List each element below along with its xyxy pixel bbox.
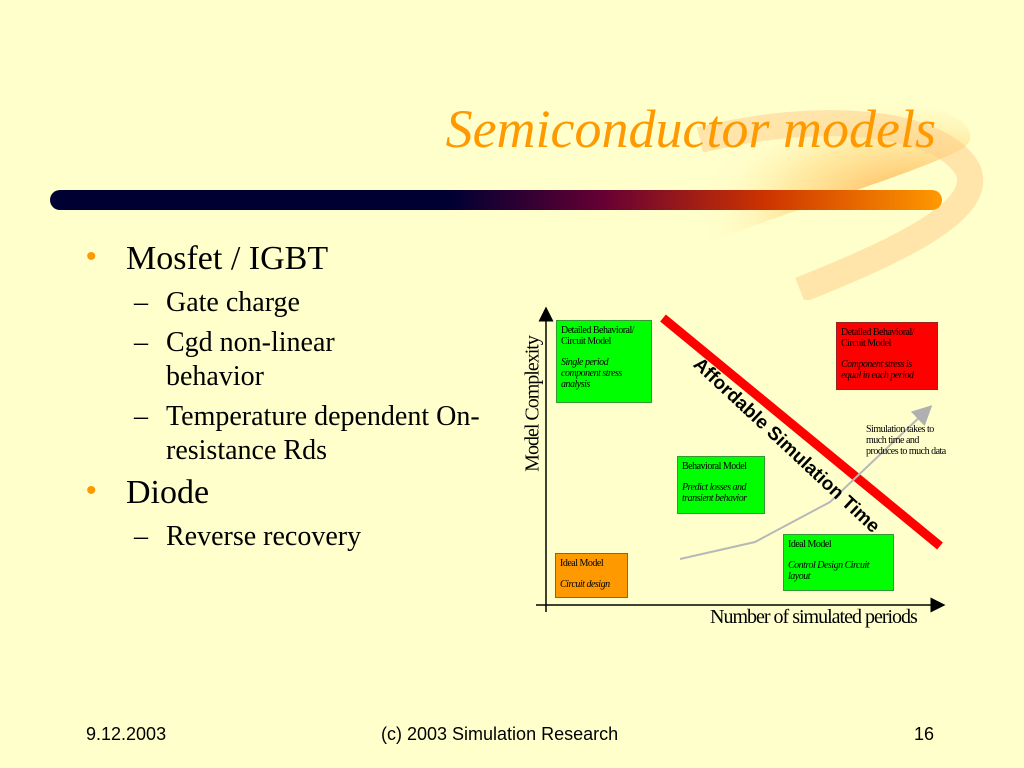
box-description: Predict losses and transient behavior bbox=[682, 482, 747, 504]
bullet-list: • Mosfet / IGBT – Gate charge – Cgd non-… bbox=[86, 240, 506, 560]
box-description: Circuit design bbox=[560, 579, 610, 590]
box-heading: Ideal Model bbox=[788, 539, 832, 550]
bullet-glyph: • bbox=[86, 474, 97, 507]
sub-bullet-item: – Cgd non-linear behavior bbox=[134, 326, 454, 394]
bullet-glyph: • bbox=[86, 240, 97, 273]
sub-bullet-text: Temperature dependent On-resistance Rds bbox=[166, 401, 480, 466]
box-description: Single period component stress analysis bbox=[561, 357, 622, 390]
detailed-model-box: Detailed Behavioral/ Circuit Model Singl… bbox=[556, 320, 652, 403]
box-heading: Detailed Behavioral/ Circuit Model bbox=[841, 327, 915, 349]
sub-bullet-text: Gate charge bbox=[166, 287, 300, 318]
sub-bullet-item: – Temperature dependent On-resistance Rd… bbox=[134, 400, 506, 468]
title-swoosh-decoration bbox=[50, 102, 984, 300]
growth-curve bbox=[679, 405, 933, 560]
box-description: Control Design Circuit layout bbox=[788, 560, 870, 582]
dash-glyph: – bbox=[134, 327, 148, 358]
sub-bullet-text: Reverse recovery bbox=[166, 521, 362, 552]
box-description: Component stress is equal in each period bbox=[841, 359, 914, 381]
bullet-text: Diode bbox=[126, 474, 210, 511]
box-heading: Detailed Behavioral/ Circuit Model bbox=[561, 325, 635, 347]
footer-page-number: 16 bbox=[914, 724, 935, 744]
bullet-item: • Mosfet / IGBT bbox=[86, 240, 506, 278]
sub-bullet-item: – Gate charge bbox=[134, 286, 506, 320]
slide-title: Semiconductor models bbox=[445, 99, 936, 159]
y-axis-label: Model Complexity bbox=[521, 336, 544, 472]
footer-copyright: (c) 2003 Simulation Research bbox=[381, 724, 619, 744]
box-heading: Ideal Model bbox=[560, 558, 604, 569]
dash-glyph: – bbox=[134, 401, 148, 432]
behavioral-model-box: Behavioral Model Predict losses and tran… bbox=[677, 456, 765, 514]
dash-glyph: – bbox=[134, 287, 148, 318]
ideal-model-control-box: Ideal Model Control Design Circuit layou… bbox=[783, 534, 894, 591]
detailed-model-crossed-box: Detailed Behavioral/ Circuit Model Compo… bbox=[836, 322, 938, 390]
simulation-time-note: Simulation takes to much time and produc… bbox=[866, 424, 946, 457]
bullet-text: Mosfet / IGBT bbox=[126, 240, 329, 277]
box-heading: Behavioral Model bbox=[682, 461, 747, 472]
affordable-time-band bbox=[660, 314, 943, 550]
footer-date: 9.12.2003 bbox=[86, 724, 167, 744]
bullet-item: • Diode bbox=[86, 474, 506, 512]
dash-glyph: – bbox=[134, 521, 148, 552]
ideal-model-circuit-box: Ideal Model Circuit design bbox=[555, 553, 628, 598]
sub-bullet-text: Cgd non-linear behavior bbox=[166, 327, 335, 392]
sub-bullet-item: – Reverse recovery bbox=[134, 520, 506, 554]
x-axis-label: Number of simulated periods bbox=[710, 606, 918, 628]
